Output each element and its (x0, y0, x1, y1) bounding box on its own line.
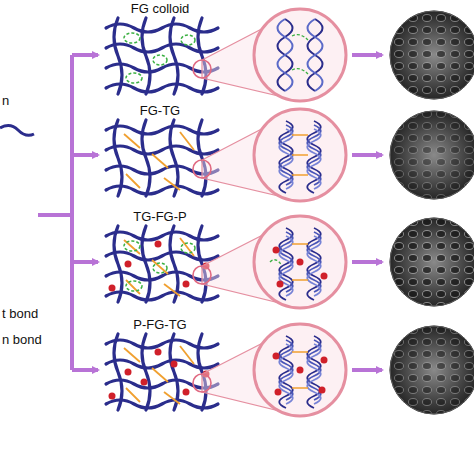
result-arrows (352, 55, 382, 370)
label-text: n bond (2, 332, 42, 347)
label-text: t bond (2, 306, 38, 321)
branch-arrows (0, 55, 98, 370)
helix-triple (270, 121, 328, 408)
helix-double (278, 19, 323, 91)
magnifier-spots (193, 60, 211, 392)
label-text: FG colloid (131, 1, 190, 16)
zoom-circles (254, 9, 346, 416)
label-text: TG-FG-P (133, 209, 186, 224)
network-fg-colloid (106, 18, 218, 94)
network-p-fg-tg (106, 334, 218, 410)
network-fg-tg (106, 120, 218, 196)
label-text: P-FG-TG (133, 317, 186, 332)
network-tg-fg-p (106, 226, 218, 302)
label-text: FG-TG (140, 103, 180, 118)
sem-images (390, 11, 474, 414)
label-text: n (2, 93, 9, 108)
